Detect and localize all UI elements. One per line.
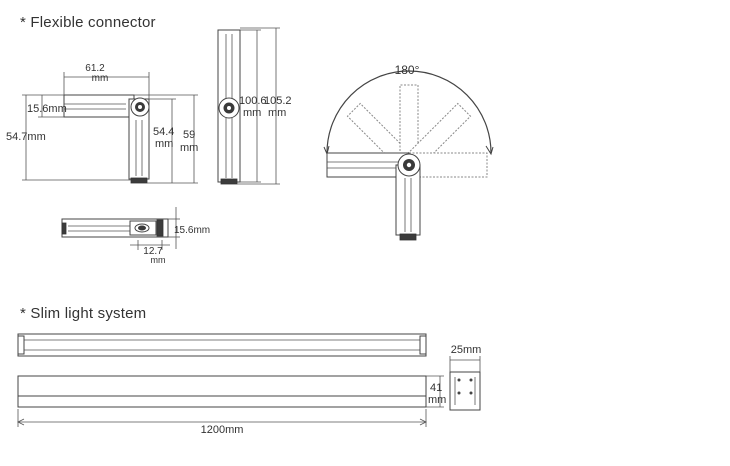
l-connector-foot: [130, 177, 148, 184]
ghost-arm-0: [408, 152, 488, 178]
connector-bottom-view: [61, 207, 180, 250]
rotation-angle-label: 180°: [395, 63, 420, 77]
fixed-leg: [395, 164, 421, 236]
slim-height-unit: mm: [428, 394, 446, 406]
outer-height-value: 59: [183, 129, 195, 141]
bottom-height-label: 15.6mm: [174, 225, 210, 236]
rotation-diagram: [323, 70, 494, 241]
bottom-depth-value: 12.7: [143, 246, 163, 257]
vertical-outer-value: 105.2: [264, 95, 292, 107]
slim-width-label: 25mm: [451, 344, 482, 356]
slim-light-side-profile: [17, 375, 444, 427]
section-title-flexible-connector: * Flexible connector: [20, 14, 156, 31]
outer-height-unit: mm: [180, 142, 198, 154]
side-offset-label: 15.6mm: [27, 103, 67, 115]
inner-height-value: 54.4: [153, 126, 174, 138]
bottom-depth-unit: mm: [151, 255, 166, 265]
l-connector-front-view: [22, 72, 198, 184]
slim-height-value: 41: [430, 382, 442, 394]
left-height-label: 54.7mm: [6, 131, 46, 143]
vertical-outer-unit: mm: [268, 107, 286, 119]
slim-length-label: 1200mm: [201, 424, 244, 436]
inner-height-unit: mm: [155, 138, 173, 150]
top-width-value: 61.2: [85, 63, 105, 74]
rotating-arm: [326, 152, 410, 178]
slim-light-end-view: [449, 356, 481, 411]
straight-connector-view: [217, 27, 280, 185]
slim-light-top-profile: [17, 333, 427, 357]
top-width-unit: mm: [92, 73, 109, 84]
rotation-arc: [326, 70, 492, 154]
vertical-inner-value: 100.6: [239, 95, 267, 107]
l-connector-arm: [63, 94, 135, 118]
vertical-inner-unit: mm: [243, 107, 261, 119]
section-title-slim-light-system: * Slim light system: [20, 305, 147, 322]
